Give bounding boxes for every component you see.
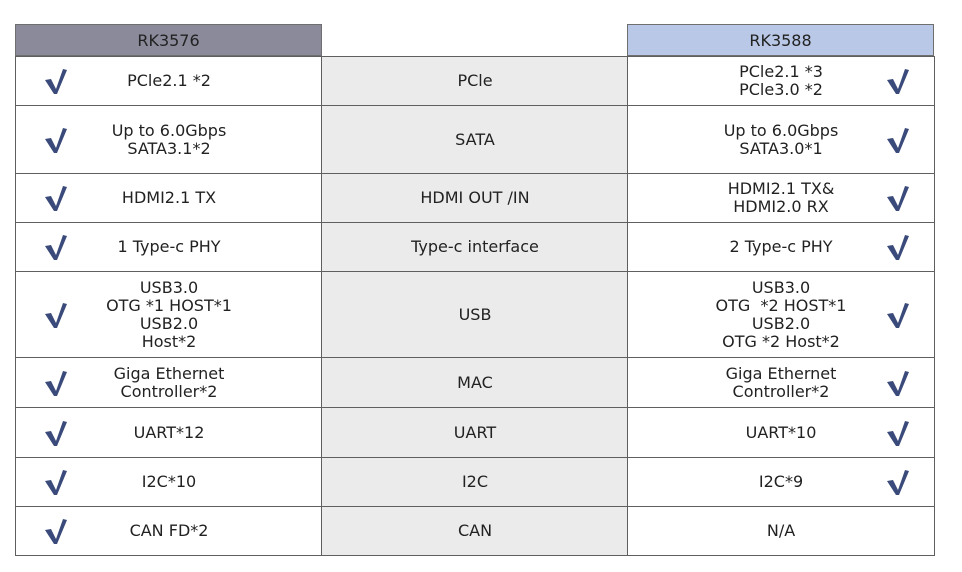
cell-text-line: I2C*10	[141, 472, 197, 491]
cell-text-line: SATA3.0*1	[739, 138, 823, 158]
cell-text-line: 1 Type-c PHY	[117, 237, 221, 256]
cell-text-line: PCle3.0 *2	[739, 80, 823, 99]
cell-text-line: CAN FD*2	[129, 521, 209, 540]
cell-text-line: Type-c interface	[411, 237, 539, 256]
cell-text-line: Giga Ethernet	[113, 363, 225, 383]
feature-cell: CAN	[321, 506, 629, 556]
cell-text-line: USB3.0	[139, 277, 199, 297]
left-spec-cell: PCle2.1 *2	[15, 56, 323, 106]
cell-text-line: HDMI OUT /IN	[420, 188, 530, 207]
checkmark-icon	[43, 369, 69, 397]
checkmark-icon	[43, 184, 69, 212]
cell-text-line: USB2.0	[139, 313, 199, 333]
cell-text-line: Up to 6.0Gbps	[111, 120, 227, 140]
cell-text-line: N/A	[766, 521, 796, 540]
cell-text-line: SATA	[455, 129, 495, 149]
cell-text-line: Giga Ethernet	[725, 363, 837, 383]
rk3588-header: RK3588	[627, 24, 934, 56]
cell-text-line: SATA3.1*2	[127, 138, 211, 158]
cell-text-line: OTG *2 Host*2	[722, 331, 840, 351]
cell-text-line: PCle2.1 *2	[127, 71, 211, 90]
cell-text-line: OTG *2 HOST*1	[715, 295, 847, 315]
left-spec-cell: UART*12	[15, 407, 323, 458]
cell-text-line: Controller*2	[120, 381, 218, 401]
cell-text-line: UART	[453, 422, 497, 442]
checkmark-icon	[43, 301, 69, 329]
right-spec-cell: I2C*9	[627, 457, 935, 507]
cell-text-line: HDMI2.1 TX&	[727, 179, 835, 198]
left-spec-cell: I2C*10	[15, 457, 323, 507]
feature-cell: SATA	[321, 105, 629, 174]
checkmark-icon	[885, 419, 911, 447]
feature-cell: UART	[321, 407, 629, 458]
cell-text-line: HDMI2.1 TX	[121, 188, 217, 207]
cell-text-line: USB	[458, 304, 492, 324]
checkmark-icon	[885, 184, 911, 212]
checkmark-icon	[43, 67, 69, 95]
feature-cell: USB	[321, 271, 629, 358]
rk3576-header: RK3576	[15, 24, 322, 56]
checkmark-icon	[43, 419, 69, 447]
cell-text-line: CAN	[457, 521, 493, 540]
checkmark-icon	[43, 126, 69, 154]
feature-cell: I2C	[321, 457, 629, 507]
cell-text-line: OTG *1 HOST*1	[106, 295, 232, 315]
checkmark-icon	[885, 126, 911, 154]
feature-cell: MAC	[321, 357, 629, 408]
checkmark-icon	[885, 67, 911, 95]
left-spec-cell: CAN FD*2	[15, 506, 323, 556]
checkmark-icon	[885, 301, 911, 329]
cell-text-line: USB2.0	[751, 313, 811, 333]
feature-cell: Type-c interface	[321, 222, 629, 272]
cell-text-line: PCle	[457, 71, 493, 90]
cell-text-line: 2 Type-c PHY	[729, 237, 833, 256]
checkmark-icon	[885, 233, 911, 261]
cell-text-line: UART*12	[133, 422, 205, 442]
right-spec-cell: N/A	[627, 506, 935, 556]
cell-text-line: UART*10	[745, 422, 817, 442]
rk3576-header-label: RK3576	[137, 30, 200, 50]
right-spec-cell: HDMI2.1 TX&HDMI2.0 RX	[627, 173, 935, 223]
cell-text-line: I2C	[461, 472, 489, 491]
checkmark-icon	[43, 517, 69, 545]
cell-text-line: MAC	[457, 372, 493, 392]
cell-text-line: Controller*2	[732, 381, 830, 401]
cell-text-line: PCle2.1 *3	[739, 62, 823, 81]
cell-text-line: Host*2	[141, 331, 197, 351]
feature-cell: PCle	[321, 56, 629, 106]
cell-text-line: I2C*9	[758, 472, 804, 491]
feature-cell: HDMI OUT /IN	[321, 173, 629, 223]
left-spec-cell: 1 Type-c PHY	[15, 222, 323, 272]
checkmark-icon	[43, 233, 69, 261]
cell-text-line: HDMI2.0 RX	[733, 197, 829, 216]
checkmark-icon	[885, 369, 911, 397]
checkmark-icon	[43, 468, 69, 496]
checkmark-icon	[885, 468, 911, 496]
cell-text-line: Up to 6.0Gbps	[723, 120, 839, 140]
cell-text-line: USB3.0	[751, 277, 811, 297]
rk3588-header-label: RK3588	[749, 30, 812, 50]
left-spec-cell: HDMI2.1 TX	[15, 173, 323, 223]
